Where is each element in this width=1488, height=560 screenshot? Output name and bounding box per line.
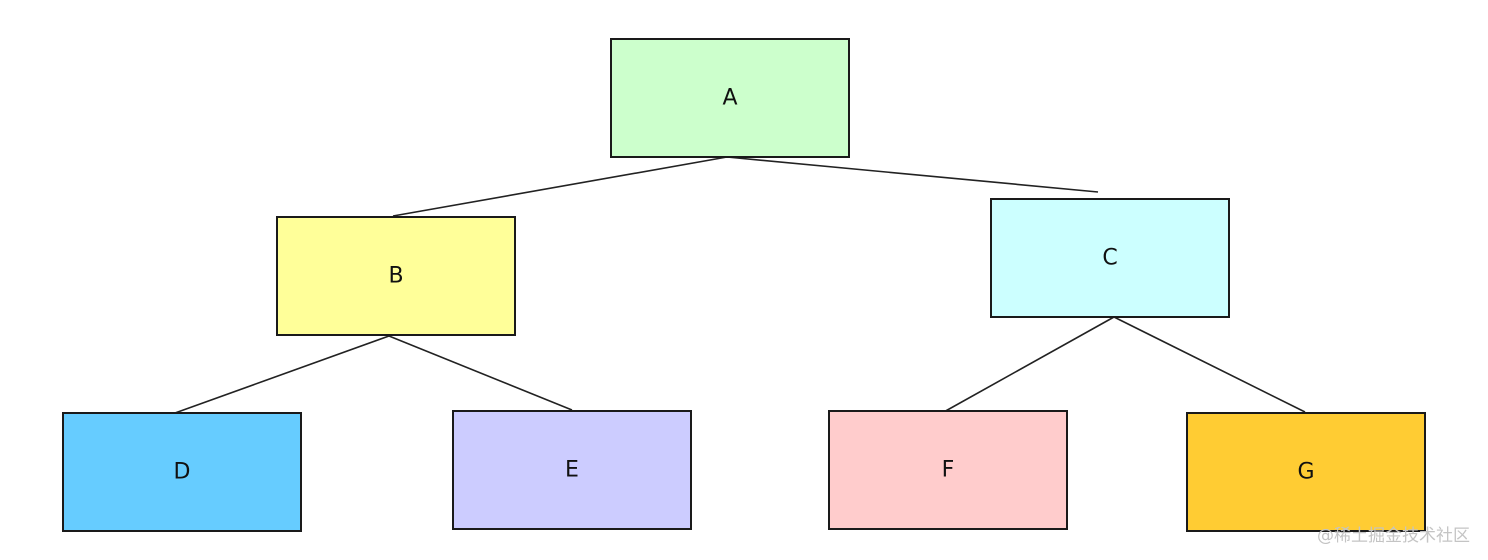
node-box-g [1186, 412, 1426, 532]
node-label-d: D [174, 460, 191, 485]
edge-a-b [392, 156, 728, 217]
node-label-f: F [942, 458, 955, 483]
node-box-a [610, 38, 850, 158]
node-box-e [452, 410, 692, 530]
node-label-a: A [722, 86, 737, 111]
node-f: F [828, 410, 1068, 530]
node-label-c: C [1102, 246, 1117, 271]
node-box-d [62, 412, 302, 532]
edges-layer [174, 156, 1306, 414]
node-g: G [1186, 412, 1426, 532]
nodes-layer: A B C D E F G [62, 38, 1426, 532]
node-box-f [828, 410, 1068, 530]
node-c: C [990, 198, 1230, 318]
node-d: D [62, 412, 302, 532]
watermark-text: @稀土掘金技术社区 [1317, 526, 1470, 546]
node-b: B [276, 216, 516, 336]
node-e: E [452, 410, 692, 530]
edge-b-d [174, 335, 390, 414]
node-label-b: B [388, 264, 403, 289]
node-box-b [276, 216, 516, 336]
node-a: A [610, 38, 850, 158]
node-label-g: G [1297, 460, 1314, 485]
node-box-c [990, 198, 1230, 318]
edge-b-e [388, 335, 573, 411]
edge-c-f [941, 316, 1115, 414]
edge-c-g [1113, 316, 1306, 413]
edge-a-c [726, 156, 1099, 193]
node-label-e: E [565, 458, 579, 483]
